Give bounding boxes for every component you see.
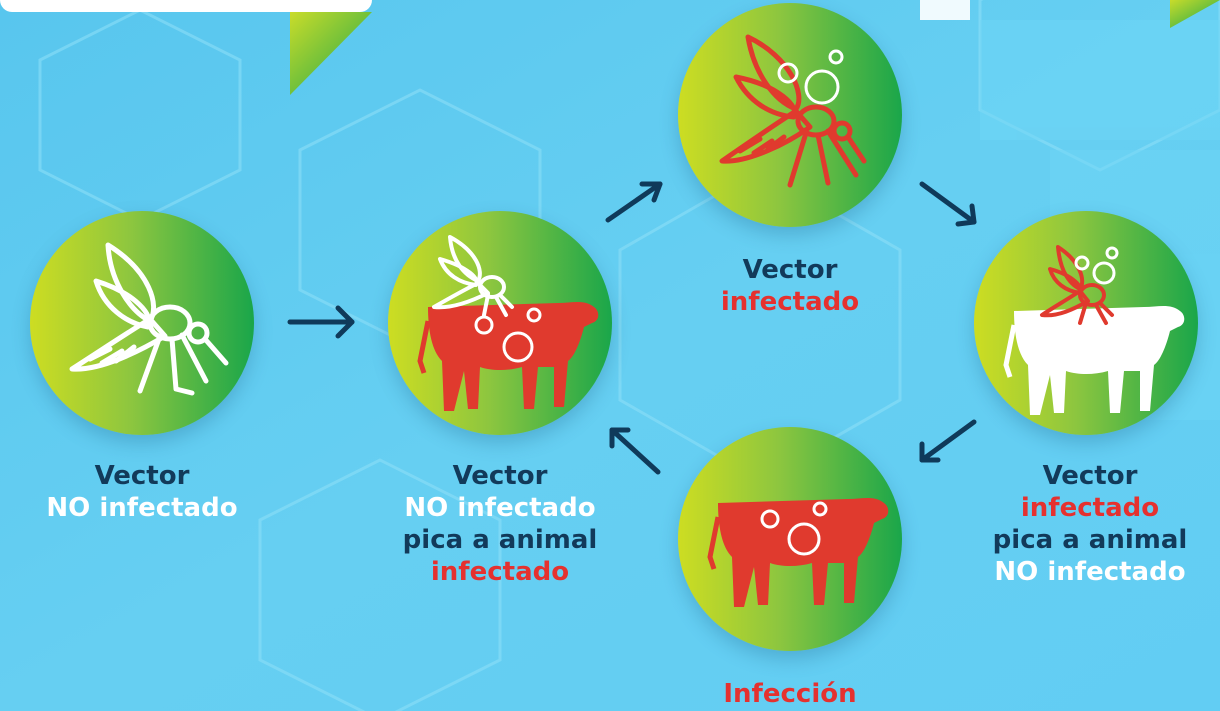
- label-line: pica a animal: [380, 524, 620, 556]
- label-line: Vector: [380, 460, 620, 492]
- mosquito-on-infected-cow-icon: [388, 211, 612, 435]
- top-card-right: [920, 0, 970, 20]
- label-line: infectado: [970, 492, 1210, 524]
- label-line: infectado: [670, 286, 910, 318]
- label-vector-bites-infected: Vector NO infectado pica a animal infect…: [380, 460, 620, 588]
- label-line: NO infectado: [22, 492, 262, 524]
- node-infected-vector-bites-healthy: [974, 211, 1198, 435]
- node-infection: [678, 427, 902, 651]
- label-infection: Infección: [670, 678, 910, 710]
- label-line: NO infectado: [380, 492, 620, 524]
- label-line: infectado: [380, 556, 620, 588]
- top-card: [0, 0, 372, 12]
- mosquito-outline-icon: [30, 211, 254, 435]
- node-infected-vector: [678, 3, 902, 227]
- label-line: pica a animal: [970, 524, 1210, 556]
- label-uninfected-vector: Vector NO infectado: [22, 460, 262, 524]
- label-line: Vector: [22, 460, 262, 492]
- label-infected-vector: Vector infectado: [670, 254, 910, 318]
- label-infected-vector-bites-healthy: Vector infectado pica a animal NO infect…: [970, 460, 1210, 588]
- node-vector-bites-infected: [388, 211, 612, 435]
- node-uninfected-vector: [30, 211, 254, 435]
- infected-mosquito-icon: [678, 3, 902, 227]
- label-line: Vector: [970, 460, 1210, 492]
- label-line: Infección: [670, 678, 910, 710]
- infected-mosquito-on-healthy-cow-icon: [974, 211, 1198, 435]
- label-line: NO infectado: [970, 556, 1210, 588]
- infected-cow-icon: [678, 427, 902, 651]
- label-line: Vector: [670, 254, 910, 286]
